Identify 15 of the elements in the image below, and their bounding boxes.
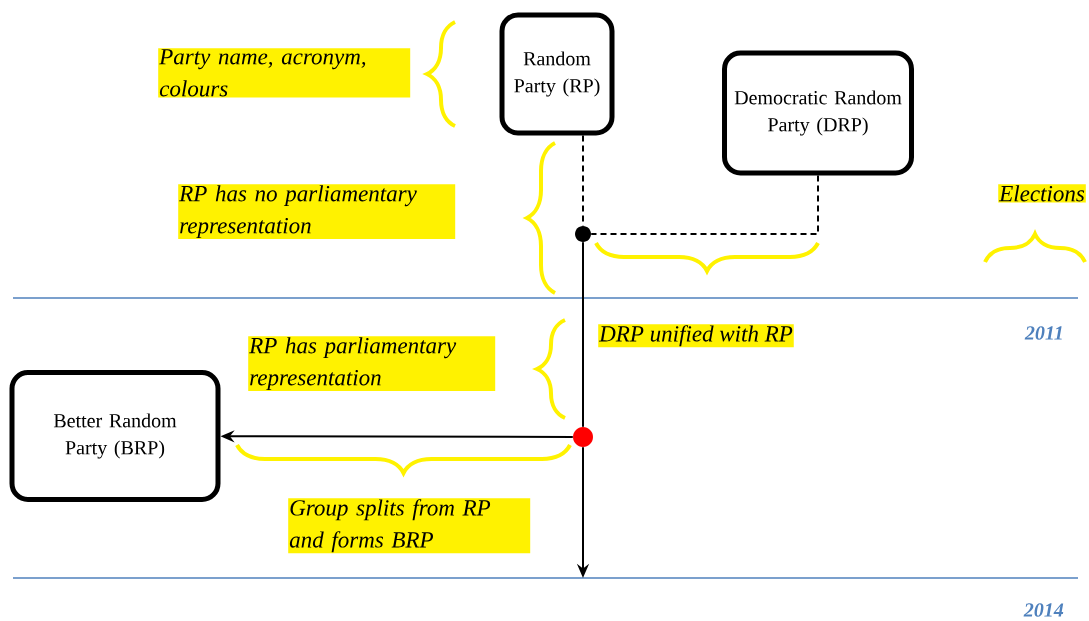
connector-line	[582, 241, 584, 428]
year-label: 2011	[1024, 326, 1062, 340]
highlighted-note: Group splits from RP and forms BRP	[288, 498, 531, 554]
highlighted-note: DRP unified with RP	[598, 324, 794, 348]
connector-line	[590, 174, 819, 235]
party-box: Random Party (RP)	[499, 12, 615, 136]
highlighted-note: RP has parliamentary representation	[248, 336, 496, 392]
split-point	[573, 427, 593, 447]
highlighted-note: RP has no parliamentary representation	[178, 184, 456, 240]
highlighted-note: Party name, acronym, colours	[158, 48, 411, 98]
party-box: Better Random Party (BRP)	[9, 370, 221, 502]
year-label: 2014	[1023, 603, 1064, 617]
party-box: Democratic Random Party (DRP)	[722, 50, 914, 176]
merge-point	[575, 226, 591, 242]
highlighted-note: Elections	[998, 184, 1086, 203]
